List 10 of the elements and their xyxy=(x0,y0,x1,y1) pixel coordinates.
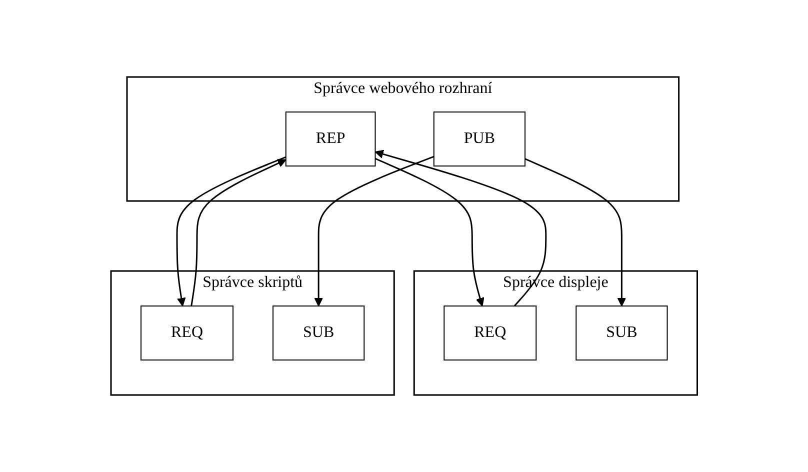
node-box: REQ xyxy=(444,306,536,360)
node-box: REP xyxy=(285,112,376,166)
arrow xyxy=(314,156,434,306)
arrow xyxy=(374,150,547,306)
node-box: PUB xyxy=(433,112,526,166)
arrow xyxy=(374,158,484,306)
node-box: REQ xyxy=(140,306,234,360)
arrow xyxy=(524,158,626,306)
node-box: SUB xyxy=(272,306,364,360)
node-box: SUB xyxy=(576,306,668,360)
